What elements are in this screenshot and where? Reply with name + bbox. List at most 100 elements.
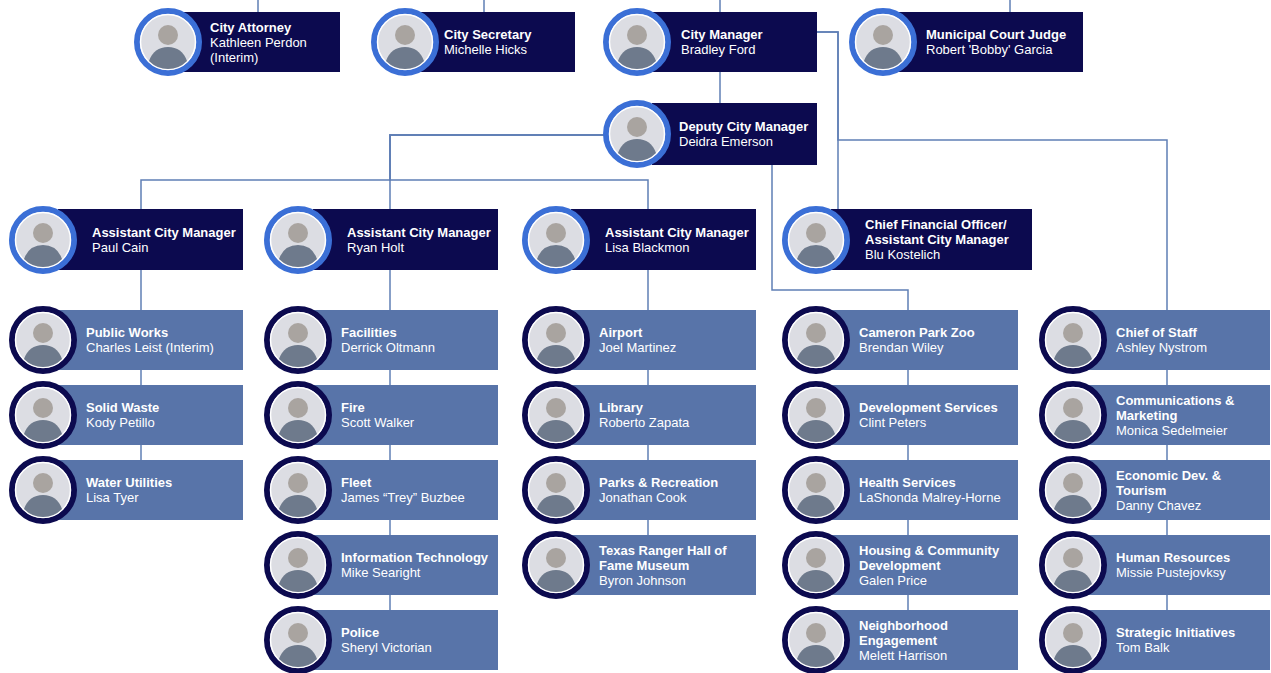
- portrait-photo: [264, 531, 332, 599]
- portrait-photo: [522, 306, 590, 374]
- person-name: Scott Walker: [341, 415, 492, 430]
- department-box: Information TechnologyMike Searight: [313, 535, 498, 595]
- portrait-photo: [264, 606, 332, 673]
- role-title: Development Services: [859, 400, 1012, 415]
- department-box: Public WorksCharles Leist (Interim): [58, 310, 243, 370]
- role-title: Assistant City Manager: [347, 225, 492, 240]
- role-title: City Attorney: [210, 20, 334, 35]
- role-title: Assistant City Manager: [605, 225, 750, 240]
- reporting-line: [389, 445, 391, 460]
- person-name: Jonathan Cook: [599, 490, 750, 505]
- portrait-photo: [603, 100, 671, 168]
- person-name: Mike Searight: [341, 565, 492, 580]
- person-name: Danny Chavez: [1116, 498, 1264, 513]
- reporting-line: [1166, 370, 1168, 385]
- department-box: Communications & MarketingMonica Sedelme…: [1088, 385, 1270, 445]
- department-box: FacilitiesDerrick Oltmann: [313, 310, 498, 370]
- role-title: Airport: [599, 325, 750, 340]
- reporting-line: [140, 370, 142, 385]
- portrait-photo: [1039, 531, 1107, 599]
- officer-box: Assistant City ManagerLisa Blackmon: [571, 209, 756, 270]
- person-name: Robert 'Bobby' Garcia: [926, 42, 1077, 57]
- role-title: Human Resources: [1116, 550, 1264, 565]
- reporting-line: [141, 135, 652, 209]
- person-name: Roberto Zapata: [599, 415, 750, 430]
- portrait-photo: [9, 381, 77, 449]
- officer-box: Assistant City ManagerRyan Holt: [313, 209, 498, 270]
- person-name: Lisa Tyer: [86, 490, 237, 505]
- portrait-photo: [522, 456, 590, 524]
- portrait-photo: [782, 206, 850, 274]
- portrait-photo: [264, 306, 332, 374]
- person-name: LaShonda Malrey-Horne: [859, 490, 1012, 505]
- role-title: Municipal Court Judge: [926, 27, 1077, 42]
- person-name: Ryan Holt: [347, 240, 492, 255]
- portrait-photo: [1039, 606, 1107, 673]
- role-title: City Manager: [681, 27, 811, 42]
- department-box: Solid WasteKody Petillo: [58, 385, 243, 445]
- role-title: Communications & Marketing: [1116, 393, 1264, 423]
- role-title: Fleet: [341, 475, 492, 490]
- department-box: Neighborhood EngagementMelett Harrison: [831, 610, 1018, 670]
- reporting-line: [647, 270, 649, 310]
- role-title: Library: [599, 400, 750, 415]
- person-name: Blu Kostelich: [865, 247, 1026, 262]
- reporting-line: [1166, 595, 1168, 610]
- person-name: Brendan Wiley: [859, 340, 1012, 355]
- person-name: Monica Sedelmeier: [1116, 423, 1264, 438]
- portrait-photo: [603, 8, 671, 76]
- reporting-line: [647, 445, 649, 460]
- role-title: Economic Dev. & Tourism: [1116, 468, 1264, 498]
- person-name: Kathleen Perdon (Interim): [210, 35, 334, 65]
- portrait-photo: [782, 381, 850, 449]
- person-name: Bradley Ford: [681, 42, 811, 57]
- role-title: Solid Waste: [86, 400, 237, 415]
- person-name: Deidra Emerson: [679, 134, 811, 149]
- person-name: Sheryl Victorian: [341, 640, 492, 655]
- reporting-line: [389, 270, 391, 310]
- portrait-photo: [134, 8, 202, 76]
- portrait-photo: [9, 456, 77, 524]
- person-name: Kody Petillo: [86, 415, 237, 430]
- reporting-line: [389, 520, 391, 535]
- role-title: Cameron Park Zoo: [859, 325, 1012, 340]
- role-title: Housing & Community Development: [859, 543, 1012, 573]
- department-box: LibraryRoberto Zapata: [571, 385, 756, 445]
- role-title: Deputy City Manager: [679, 119, 811, 134]
- role-title: Parks & Recreation: [599, 475, 750, 490]
- person-name: Melett Harrison: [859, 648, 1012, 663]
- portrait-photo: [264, 456, 332, 524]
- officer-box: Assistant City ManagerPaul Cain: [58, 209, 243, 270]
- department-box: Water UtilitiesLisa Tyer: [58, 460, 243, 520]
- person-name: Ashley Nystrom: [1116, 340, 1264, 355]
- officer-box: City AttorneyKathleen Perdon (Interim): [183, 12, 340, 72]
- department-box: FleetJames “Trey” Buzbee: [313, 460, 498, 520]
- portrait-photo: [9, 306, 77, 374]
- reporting-line: [817, 32, 838, 209]
- role-title: City Secretary: [444, 27, 569, 42]
- role-title: Facilities: [341, 325, 492, 340]
- officer-box: City ManagerBradley Ford: [652, 12, 817, 72]
- role-title: Information Technology: [341, 550, 492, 565]
- reporting-line: [907, 445, 909, 460]
- role-title: Fire: [341, 400, 492, 415]
- role-title: Texas Ranger Hall of Fame Museum: [599, 543, 750, 573]
- role-title: Water Utilities: [86, 475, 237, 490]
- portrait-photo: [9, 206, 77, 274]
- person-name: Galen Price: [859, 573, 1012, 588]
- role-title: Health Services: [859, 475, 1012, 490]
- officer-box: City SecretaryMichelle Hicks: [420, 12, 575, 72]
- reporting-line: [1166, 445, 1168, 460]
- department-box: Health ServicesLaShonda Malrey-Horne: [831, 460, 1018, 520]
- role-title: Police: [341, 625, 492, 640]
- person-name: Joel Martinez: [599, 340, 750, 355]
- department-box: Economic Dev. & TourismDanny Chavez: [1088, 460, 1270, 520]
- person-name: Michelle Hicks: [444, 42, 569, 57]
- person-name: Charles Leist (Interim): [86, 340, 237, 355]
- department-box: PoliceSheryl Victorian: [313, 610, 498, 670]
- department-box: FireScott Walker: [313, 385, 498, 445]
- role-title: Chief of Staff: [1116, 325, 1264, 340]
- portrait-photo: [782, 531, 850, 599]
- reporting-line: [140, 445, 142, 460]
